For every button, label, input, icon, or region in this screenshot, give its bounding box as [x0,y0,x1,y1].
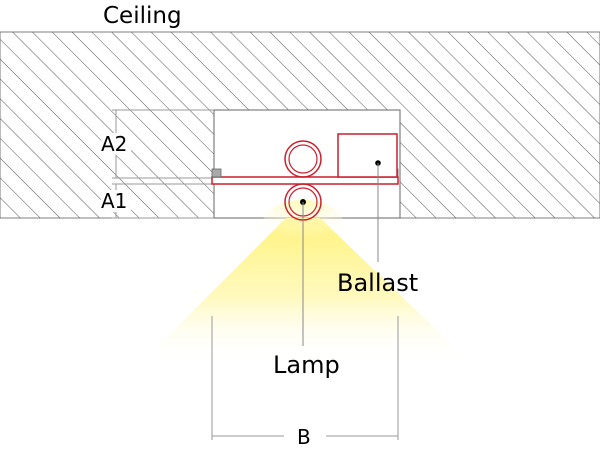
upper-lamp-inner [288,144,318,174]
a2-label-bg [101,133,131,155]
ballast-box [337,133,398,178]
lamp-label: Lamp [273,351,340,379]
light-cone [142,218,470,362]
a1-label-bg [101,190,131,212]
ballast-label: Ballast [337,269,418,297]
upper-lamp-outer [284,140,322,178]
b-label: B [297,425,311,449]
a2-label: A2 [101,132,127,156]
bracket-left [211,168,222,178]
ceiling-label: Ceiling [103,3,182,29]
a1-label: A1 [101,189,127,213]
mounting-bar [211,176,399,185]
